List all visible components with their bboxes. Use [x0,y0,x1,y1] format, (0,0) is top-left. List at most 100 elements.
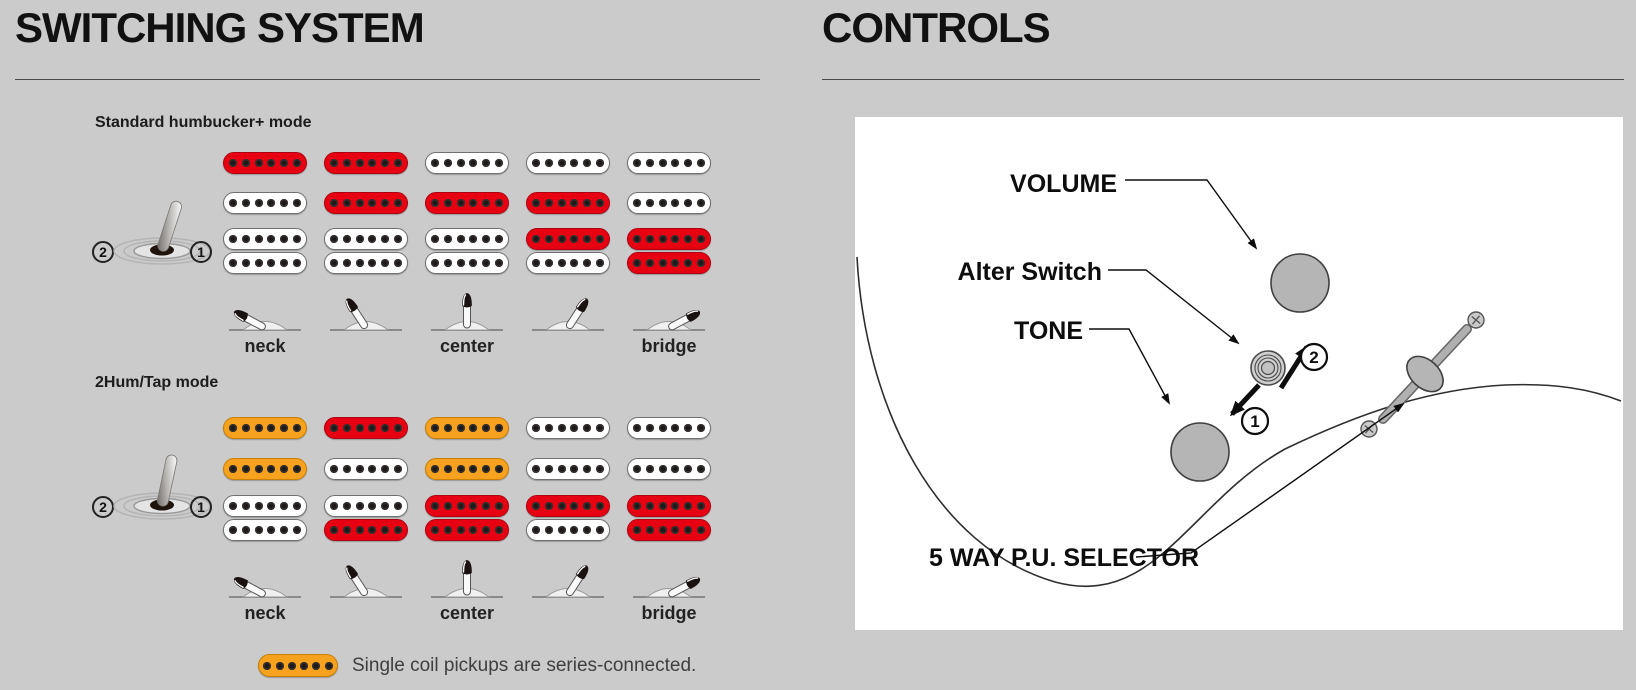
pole-piece-dot [557,424,566,432]
pole-piece-dot [557,199,566,207]
mode1-pickup-bridge-bottom-pos3 [425,252,509,274]
step-1-badge: 1 [1240,406,1270,436]
mode1-pickup-neck-pos4 [526,152,610,174]
pole-piece-dot [267,502,276,510]
pole-piece-dot [342,159,351,167]
pole-piece-dot [684,199,693,207]
pole-piece-dot [482,502,491,510]
pole-piece-dot [394,259,403,267]
pole-piece-dot [456,235,465,243]
pole-piece-dot [544,502,553,510]
pole-piece-dot [381,199,390,207]
pole-piece-dot [430,159,439,167]
pole-piece-dot [632,465,641,473]
pole-piece-dot [495,502,504,510]
pole-piece-dot [293,199,302,207]
pole-piece-dot [430,199,439,207]
pole-piece-dot [456,465,465,473]
pole-piece-dot [280,259,289,267]
pole-piece-dot [469,424,478,432]
pole-piece-dot [495,465,504,473]
pole-piece-dot [482,159,491,167]
pole-piece-dot [228,259,237,267]
pole-piece-dot [267,526,276,534]
pole-piece-dot [645,199,654,207]
pole-piece-dot [596,259,605,267]
pole-piece-dot [697,526,706,534]
switch-position-1-lever-icon [227,559,303,605]
pole-piece-dot [280,465,289,473]
switch-position-4-lever-icon [530,559,606,605]
pole-piece-dot [469,526,478,534]
pole-piece-dot [254,159,263,167]
pole-piece-dot [312,661,321,670]
pole-piece-dot [368,235,377,243]
pole-piece-dot [531,235,540,243]
mode2-pickup-middle-pos4 [526,458,610,480]
pole-piece-dot [329,159,338,167]
pole-piece-dot [381,235,390,243]
pole-piece-dot [570,199,579,207]
pole-piece-dot [355,259,364,267]
mode2-pickup-bridge-top-pos5 [627,495,711,517]
pole-piece-dot [342,199,351,207]
pole-piece-dot [531,526,540,534]
pole-piece-dot [329,502,338,510]
pole-piece-dot [443,159,452,167]
pole-piece-dot [254,526,263,534]
pole-piece-dot [570,526,579,534]
alter-switch-button [1250,350,1286,386]
pole-piece-dot [267,424,276,432]
mode1-pickup-bridge-top-pos2 [324,228,408,250]
pole-piece-dot [329,199,338,207]
pole-piece-dot [443,259,452,267]
tone-label: TONE [1014,317,1083,345]
pole-piece-dot [228,235,237,243]
pole-piece-dot [394,159,403,167]
pole-piece-dot [254,199,263,207]
pole-piece-dot [469,199,478,207]
pole-piece-dot [671,199,680,207]
controls-diagram: VOLUME Alter Switch 2 1 [856,170,1622,588]
tone-knob [1170,422,1230,482]
pole-piece-dot [381,424,390,432]
pole-piece-dot [658,199,667,207]
mode2-pickup-middle-pos2 [324,458,408,480]
pole-piece-dot [531,465,540,473]
pole-piece-dot [697,235,706,243]
pole-piece-dot [645,502,654,510]
pole-piece-dot [531,159,540,167]
pole-piece-dot [596,465,605,473]
toggle1-number-2: 2 [92,241,114,263]
mode2-pickup-bridge-top-pos3 [425,495,509,517]
pole-piece-dot [280,199,289,207]
pole-piece-dot [632,259,641,267]
pole-piece-dot [329,259,338,267]
pole-piece-dot [645,259,654,267]
mode2-pickup-bridge-bottom-pos1 [223,519,307,541]
pole-piece-dot [632,199,641,207]
pole-piece-dot [329,235,338,243]
pole-piece-dot [280,235,289,243]
mode2-pickup-neck-pos3 [425,417,509,439]
mode1-pickup-neck-pos2 [324,152,408,174]
mode1-pickup-bridge-bottom-pos2 [324,252,408,274]
pole-piece-dot [355,235,364,243]
pole-piece-dot [443,526,452,534]
mode2-pickup-neck-pos4 [526,417,610,439]
mode2-pickup-bridge-bottom-pos2 [324,519,408,541]
pole-piece-dot [368,502,377,510]
pole-piece-dot [300,661,309,670]
five-way-selector-switch [1360,311,1485,438]
pole-piece-dot [280,502,289,510]
switching-system-title: SWITCHING SYSTEM [15,4,425,51]
pole-piece-dot [241,235,250,243]
pole-piece-dot [355,424,364,432]
pole-piece-dot [697,199,706,207]
pole-piece-dot [570,465,579,473]
pole-piece-dot [254,424,263,432]
pole-piece-dot [293,424,302,432]
pole-piece-dot [671,526,680,534]
pole-piece-dot [293,259,302,267]
